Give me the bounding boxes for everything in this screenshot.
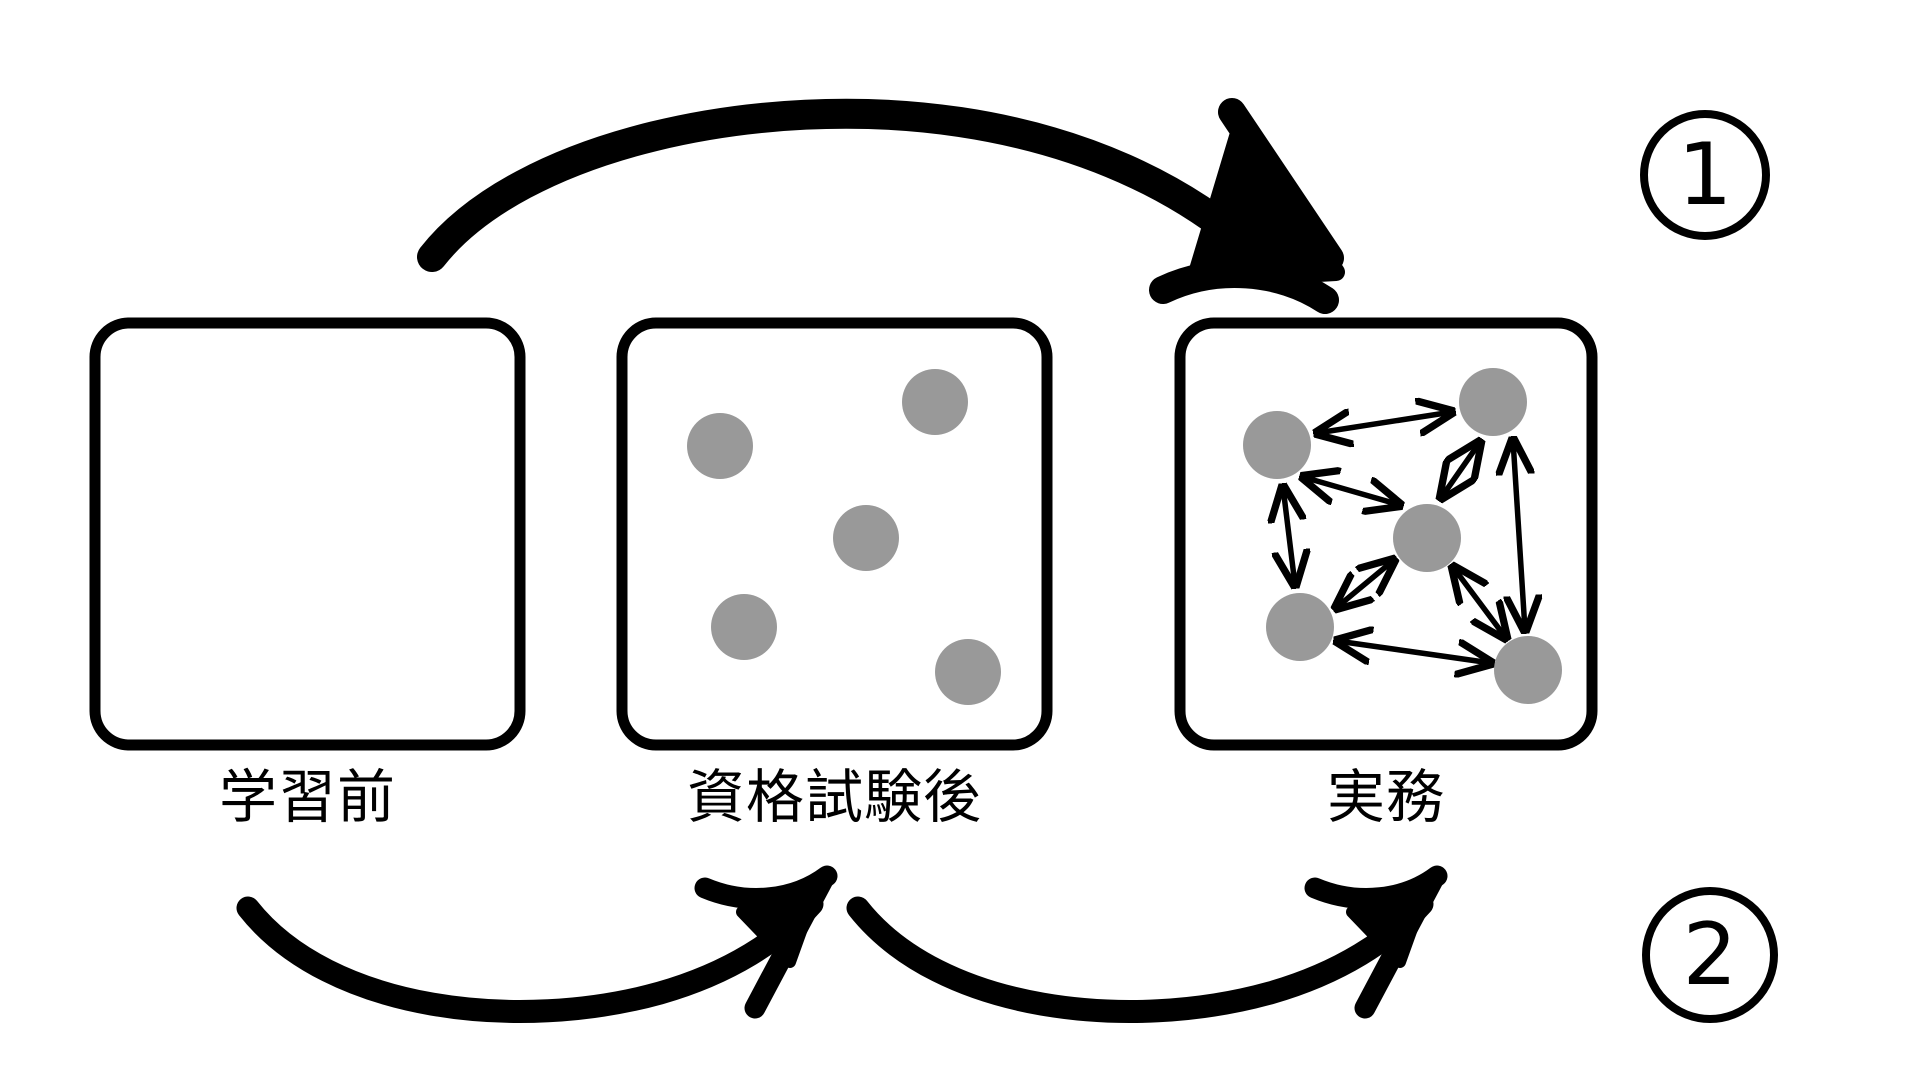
network-edge [1336, 560, 1394, 608]
arrow-top-skip-shaft [417, 98, 1270, 272]
marker-one-ring [1640, 110, 1770, 240]
arrow-top-skip[interactable] [417, 98, 1345, 314]
marker-two-number: 2 [1683, 905, 1738, 1005]
arrow-bottom-first[interactable] [236, 865, 838, 1024]
network-edge [1337, 641, 1491, 663]
panel-label-practice: 実務 [1326, 763, 1445, 831]
knowledge-node [1243, 411, 1311, 479]
network-edge [1303, 477, 1400, 505]
marker-one-number: 1 [1678, 125, 1733, 225]
knowledge-node [1393, 504, 1461, 572]
network-edge [1283, 487, 1295, 585]
arrow-bottom-second-head-fill [1346, 878, 1434, 968]
network-edge [1441, 442, 1480, 498]
knowledge-node [902, 369, 968, 435]
knowledge-node [935, 639, 1001, 705]
panel-practice[interactable] [1174, 317, 1598, 751]
knowledge-node [1494, 636, 1562, 704]
panel-label-after-exam: 資格試験後 [686, 763, 982, 831]
network-nodes [1243, 368, 1562, 704]
network-edge [1513, 440, 1525, 630]
arrow-top-skip-head-fill [1186, 121, 1345, 289]
knowledge-node [1459, 368, 1527, 436]
network-edge [1317, 412, 1452, 433]
network-edges [1283, 412, 1525, 663]
marker-two[interactable]: 2 [1642, 887, 1778, 1023]
knowledge-node [833, 505, 899, 571]
arrow-bottom-first-head-fill [736, 878, 824, 968]
marker-two-ring [1642, 887, 1778, 1023]
arrow-bottom-second[interactable] [846, 865, 1448, 1024]
panel-after-exam[interactable] [616, 317, 1053, 751]
knowledge-node [687, 413, 753, 479]
arrow-bottom-first-shaft [236, 892, 824, 1024]
arrow-bottom-second-shaft [846, 892, 1434, 1024]
knowledge-node [1266, 593, 1334, 661]
panel-label-before-study: 学習前 [218, 763, 396, 831]
knowledge-node [711, 594, 777, 660]
marker-one[interactable]: 1 [1640, 110, 1770, 240]
panel-box-before-study [89, 317, 526, 751]
panel-before-study[interactable] [89, 317, 526, 751]
